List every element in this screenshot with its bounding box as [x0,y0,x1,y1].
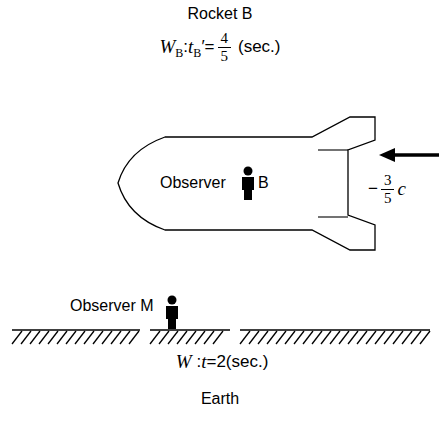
hatch-mark [102,331,112,344]
observer-b-figure [242,167,254,201]
formula: −35c [368,172,406,206]
hatch-mark [111,331,121,344]
rocket-outline-path [118,117,375,250]
numerator: 3 [381,172,395,190]
hatch-mark [195,331,205,344]
hatch-mark [330,331,340,344]
hatch-mark [186,331,196,344]
hatch-mark [12,331,22,344]
subscript: B [175,47,183,60]
velocity-arrow [379,148,439,162]
hatch-mark [375,331,385,344]
hatch-mark [21,331,31,344]
hatch-mark [75,331,85,344]
observer-label: Observer M [70,297,154,315]
hatch-mark [384,331,394,344]
hatch-mark [294,331,304,344]
denominator: 5 [221,48,229,65]
formula-part: (sec.) [238,38,281,57]
hatch-mark [213,331,223,344]
formula: W:t=2(sec.) [176,352,269,373]
formula-part: : [183,38,188,57]
hatch-mark [366,331,376,344]
hatch-mark [411,331,421,344]
hatch-mark [267,331,277,344]
denominator: 5 [384,190,392,207]
hatch-mark [312,331,322,344]
hatch-mark [240,331,250,344]
hatch-mark [339,331,349,344]
hatch-mark [129,331,139,344]
fin-line [318,149,348,150]
subscript: B [193,47,201,60]
formula-part: c [397,179,405,200]
hatch-mark [30,331,40,344]
hatch-mark [168,331,178,344]
hatch-mark [204,331,214,344]
hatch-mark [93,331,103,344]
hatch-mark [276,331,286,344]
hatch-mark [285,331,295,344]
rocket-outline [112,112,380,257]
rocket-body: Observer B [112,112,380,257]
formula: WB:tB′=45(sec.) [160,30,281,64]
rocket-title: Rocket B [188,5,253,23]
observer-m-figure [166,296,178,330]
ground [12,330,430,344]
earth-label: Earth [201,390,239,408]
hatch-mark [402,331,412,344]
formula-part: =2(sec.) [206,353,268,372]
hatch-mark [249,331,259,344]
hatch-mark [159,331,169,344]
numerator: 4 [218,30,232,48]
hatch-mark [357,331,367,344]
hatch-mark [84,331,94,344]
formula-part: ′= [201,38,214,57]
hatch-mark [393,331,403,344]
hatch-mark [120,331,130,344]
hatch-mark [48,331,58,344]
fraction: 45 [218,30,232,64]
hatch-mark [150,331,160,344]
hatch-mark [348,331,358,344]
hatch-mark [57,331,67,344]
node-text: B [258,174,269,192]
formula-part: W [160,37,176,58]
fin-line [318,216,348,217]
hatch-mark [177,331,187,344]
formula-part: − [368,180,378,199]
formula-part: : [196,353,201,372]
fraction: 35 [381,172,395,206]
formula-part: t [201,352,206,373]
node-text: Observer [160,174,226,192]
formula-part: W [176,352,192,373]
hatch-mark [321,331,331,344]
hatch-mark [258,331,268,344]
hatch-mark [420,331,430,344]
hatch-mark [66,331,76,344]
hatch-mark [303,331,313,344]
hatch-mark [39,331,49,344]
formula-part: t [188,37,193,58]
